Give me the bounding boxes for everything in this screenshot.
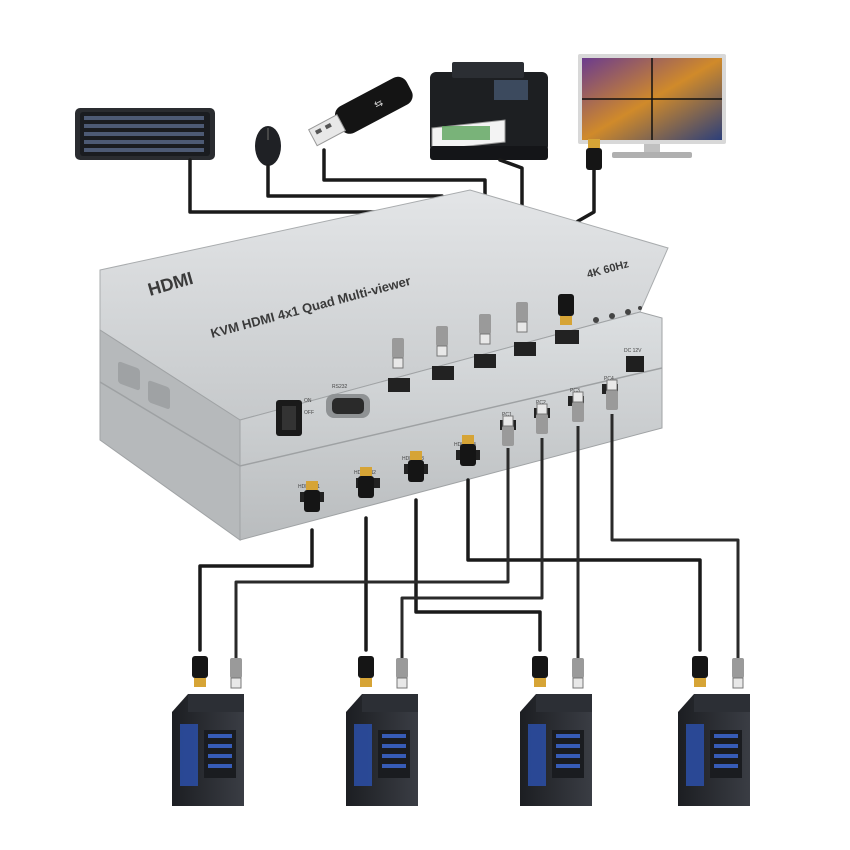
pc-2 <box>346 694 418 806</box>
power-switch <box>276 400 302 436</box>
usb-plug-flash <box>478 313 492 345</box>
keyboard <box>75 108 215 160</box>
usb-plug-keyboard <box>391 337 405 369</box>
pc-plugs <box>192 656 745 689</box>
pc-1 <box>172 694 244 806</box>
usb-flash-drive: ⇆ <box>308 76 413 147</box>
pc-cables <box>198 414 740 658</box>
usb-plug-mouse <box>435 325 449 357</box>
hdmi-plug-monitor <box>558 294 574 325</box>
serial-port-label: RS232 <box>332 384 348 390</box>
kvm-device: HDMI KVM HDMI 4x1 Quad Multi-viewer 4K 6… <box>99 189 669 541</box>
serial-port <box>326 394 370 418</box>
usb-pc1-label: PC1 <box>502 412 512 418</box>
vent-grille <box>118 361 170 409</box>
usb-pc3-label: PC3 <box>570 388 580 394</box>
dc-label: DC 12V <box>624 348 642 354</box>
mouse <box>255 126 281 166</box>
usb-host-ports <box>388 330 579 392</box>
usb-pc4-label: PC4 <box>604 376 614 382</box>
usb-pc2-label: PC2 <box>536 400 546 406</box>
front-buttons <box>593 306 642 323</box>
usb-plug-printer <box>515 301 529 333</box>
pc-4 <box>678 694 750 806</box>
monitor <box>578 54 726 158</box>
pc-3 <box>520 694 592 806</box>
printer <box>430 62 548 160</box>
power-off-label: OFF <box>304 410 314 416</box>
power-on-label: ON <box>304 398 312 404</box>
dc-jack <box>626 356 644 372</box>
